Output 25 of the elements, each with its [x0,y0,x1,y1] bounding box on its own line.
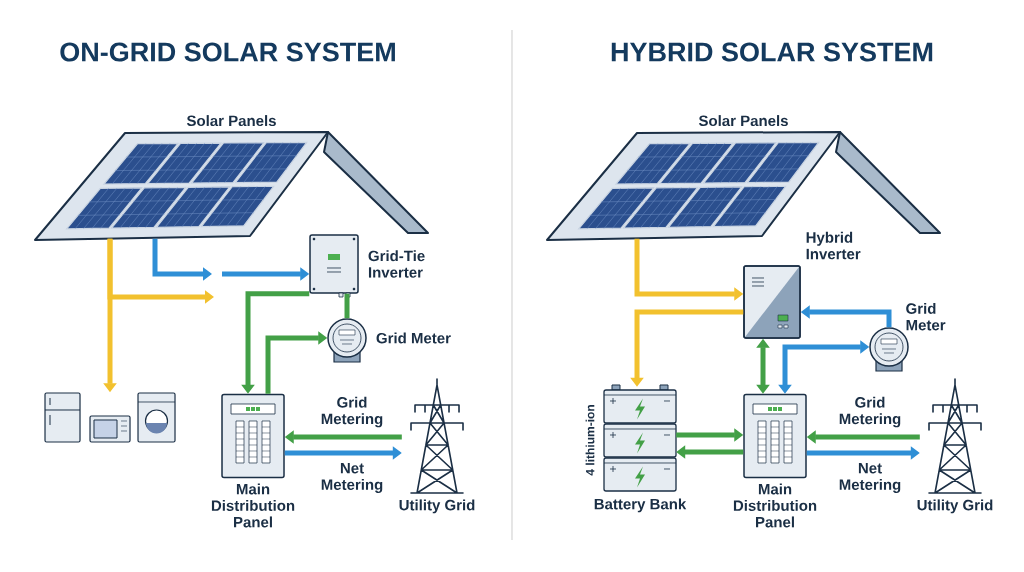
node-label: Grid-Tie Inverter [368,250,425,278]
heading: ON-GRID SOLAR SYSTEM [60,42,395,62]
node-label: Main Distribution Panel [733,483,817,528]
battery-caption: 4 lithium-ion [585,405,595,476]
meter: Grid Meter [327,318,451,363]
distribution-panel: Main Distribution Panel [211,393,295,528]
edge-label: Grid Metering [831,395,909,429]
edge-label: Net Metering [313,462,391,494]
node-label: Hybrid Inverter [806,231,861,260]
battery-bank: Battery Bank [594,384,687,513]
distribution-panel: Main Distribution Panel [733,393,817,528]
pylon-drawing: Utility Grid [917,378,993,514]
heading: HYBRID SOLAR SYSTEM [611,42,933,62]
node-label: Battery Bank [594,498,687,513]
pylon-drawing: Utility Grid [399,378,475,514]
edge-label: Net Metering [831,462,909,494]
appliances-drawing [44,392,176,443]
node-label: Solar Panels [698,115,788,127]
node-label: Main Distribution Panel [211,483,295,528]
node-label: Grid Meter [906,302,946,331]
inverter: Hybrid Inverter [743,231,861,339]
node-label: Grid Meter [376,332,451,344]
node-label: Solar Panels [186,115,276,127]
meter: Grid Meter [869,302,946,372]
edge-label: Grid Metering [313,395,391,429]
